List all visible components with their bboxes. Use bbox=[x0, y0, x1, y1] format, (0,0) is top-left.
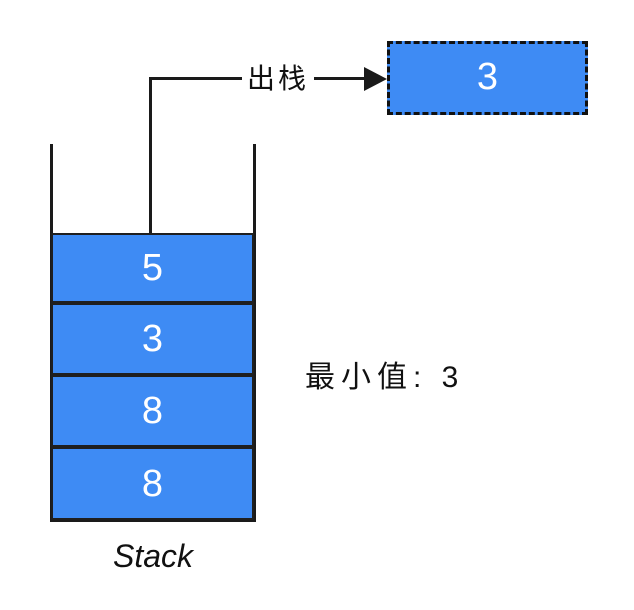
pop-operation-label: 出栈 bbox=[242, 61, 315, 97]
stack-title: Stack bbox=[112, 538, 194, 574]
pop-arrow-vertical-line bbox=[149, 77, 152, 234]
stack-cell: 8 bbox=[51, 375, 254, 447]
arrow-right-icon bbox=[364, 67, 387, 91]
popped-value: 3 bbox=[476, 56, 499, 98]
stack-cell: 5 bbox=[51, 233, 254, 303]
popped-value-box: 3 bbox=[387, 41, 588, 115]
min-value-label: 最小值: 3 bbox=[305, 361, 465, 394]
stack-cell: 8 bbox=[51, 447, 254, 520]
stack-cell-value: 8 bbox=[141, 390, 164, 432]
stack-cell: 3 bbox=[51, 303, 254, 375]
stack-cell-value: 5 bbox=[141, 247, 164, 289]
stack-cell-value: 3 bbox=[141, 318, 164, 360]
stack-cell-value: 8 bbox=[141, 462, 164, 505]
